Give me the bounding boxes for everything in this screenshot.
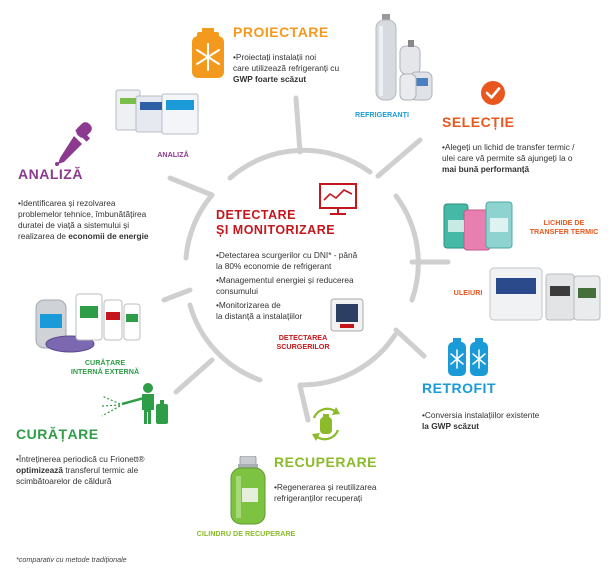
proiectare-line2: care utilizează refrigeranți cu — [233, 63, 340, 73]
recuperare-line2: refrigeranților recuperați — [274, 493, 363, 503]
cleaning-products-photo — [35, 293, 141, 353]
curatare-text: Întreținerea periodică cu Frionett® opti… — [16, 454, 216, 487]
circle-arc — [297, 332, 398, 388]
uleiuri-label: ULEIURI — [453, 288, 483, 297]
curatare-photo-label-line1: CURĂȚARE — [84, 358, 126, 367]
analiza-text: Identificarea și rezolvarea problemelor … — [18, 198, 198, 242]
detectarea-label: DETECTAREA SCURGERILOR — [258, 333, 348, 351]
spoke — [167, 175, 215, 198]
snowflake-cylinder-icon — [192, 28, 224, 78]
retrofit-line1: Conversia instalațiilor existente — [422, 410, 582, 421]
selectie-text: Alegeți un lichid de transfer termic / u… — [442, 142, 610, 175]
curatare-line2a: optimizează — [16, 465, 64, 475]
analiza-title: ANALIZĂ — [18, 166, 83, 182]
detectare-b1-l2: la 80% economie de refrigerant — [216, 261, 332, 271]
spoke — [375, 137, 423, 179]
proiectare-title: PROIECTARE — [233, 24, 329, 40]
detectare-title-line1: DETECTARE — [216, 208, 296, 222]
curatare-title: CURĂȚARE — [16, 426, 99, 442]
detectare-b3-l1: Monitorizarea de — [216, 300, 376, 311]
detectare-b2-l1: Managementul energiei și reducerea — [216, 275, 376, 286]
pipette-icon — [55, 122, 92, 166]
proiectare-text: Proiectați instalații noi care utilizeaz… — [233, 52, 383, 85]
circle-arc — [183, 192, 215, 261]
retrofit-text: Conversia instalațiilor existente la GWP… — [422, 410, 582, 432]
analiza-line4: realizarea de economii de energie — [18, 231, 198, 242]
refrigerant-cylinders-photo — [375, 14, 433, 101]
curatare-line2: optimizează transferul termic ale — [16, 465, 216, 476]
cilindru-label: CILINDRU DE RECUPERARE — [196, 529, 296, 538]
two-cylinders-icon — [448, 338, 488, 376]
selectie-title: SELECȚIE — [442, 114, 515, 130]
detectare-b2-l2: consumului — [216, 286, 258, 296]
curatare-line2b: transferul termic ale — [63, 465, 139, 475]
curatare-line3: scimbătoarelor de căldură — [16, 476, 112, 486]
spoke — [161, 287, 193, 303]
lichide-label-line1: LICHIDE DE — [543, 218, 585, 227]
lichide-label: LICHIDE DE TRANSFER TERMIC — [524, 218, 604, 236]
refrigeranti-label: REFRIGERANȚI — [355, 110, 409, 119]
circle-arc — [187, 302, 263, 383]
checkmark-icon — [481, 81, 505, 105]
retrofit-line2: la GWP scăzut — [422, 421, 480, 431]
analiza-line2: problemelor tehnice, îmbunătățirea — [18, 209, 147, 219]
spoke — [297, 383, 311, 423]
recycle-cylinder-icon — [312, 407, 340, 441]
selectie-line3: mai bună performanță — [442, 164, 530, 174]
lichide-label-line2: TRANSFER TERMIC — [529, 227, 599, 236]
detectare-title-line2: ȘI MONITORIZARE — [216, 223, 336, 237]
detectare-text: Detectarea scurgerilor cu DNI* - până la… — [216, 250, 376, 322]
analiza-line1: Identificarea și rezolvarea — [18, 198, 198, 209]
detectare-b1-l1: Detectarea scurgerilor cu DNI* - până — [216, 250, 376, 261]
analysis-kits-photo — [115, 89, 199, 135]
selectie-line2: ulei care vă permite să ajungeți la o — [442, 153, 573, 163]
spoke — [173, 357, 215, 395]
proiectare-line1: Proiectați instalații noi — [233, 52, 383, 63]
detectare-title: DETECTARE ȘI MONITORIZARE — [216, 208, 335, 238]
footnote: *comparativ cu metode tradiționale — [16, 555, 127, 564]
analiza-line4a: realizarea de — [18, 231, 69, 241]
analiza-line3: duratei de viață a sistemului și — [18, 220, 130, 230]
detectarea-label-line2: SCURGERILOR — [276, 342, 330, 351]
recuperare-title: RECUPERARE — [274, 454, 378, 470]
worker-spraying-icon — [101, 383, 168, 424]
oils-photo — [489, 267, 601, 321]
recuperare-line1: Regenerarea și reutilizarea — [274, 482, 434, 493]
leak-detector-photo — [330, 298, 364, 332]
curatare-photo-label: CURĂȚARE INTERNĂ EXTERNĂ — [60, 358, 150, 376]
heat-transfer-fluids-photo — [443, 201, 513, 251]
recovery-cylinder-photo — [230, 456, 266, 525]
selectie-line1: Alegeți un lichid de transfer termic / — [442, 142, 610, 153]
circle-arc — [393, 193, 421, 303]
analiza-line4b: economii de energie — [68, 231, 149, 241]
spoke — [293, 95, 303, 155]
curatare-line1: Întreținerea periodică cu Frionett® — [16, 454, 216, 465]
analiza-photo-label: ANALIZĂ — [157, 150, 189, 159]
detectarea-label-line1: DETECTAREA — [278, 333, 328, 342]
detectare-b3-l2: la distanță a instalațiilor — [216, 311, 303, 321]
monitor-chart-icon — [319, 183, 357, 215]
retrofit-title: RETROFIT — [422, 380, 496, 396]
recuperare-text: Regenerarea și reutilizarea refrigeranți… — [274, 482, 434, 504]
spoke — [393, 327, 427, 359]
curatare-photo-label-line2: INTERNĂ EXTERNĂ — [70, 367, 140, 376]
proiectare-line3: GWP foarte scăzut — [233, 74, 307, 84]
